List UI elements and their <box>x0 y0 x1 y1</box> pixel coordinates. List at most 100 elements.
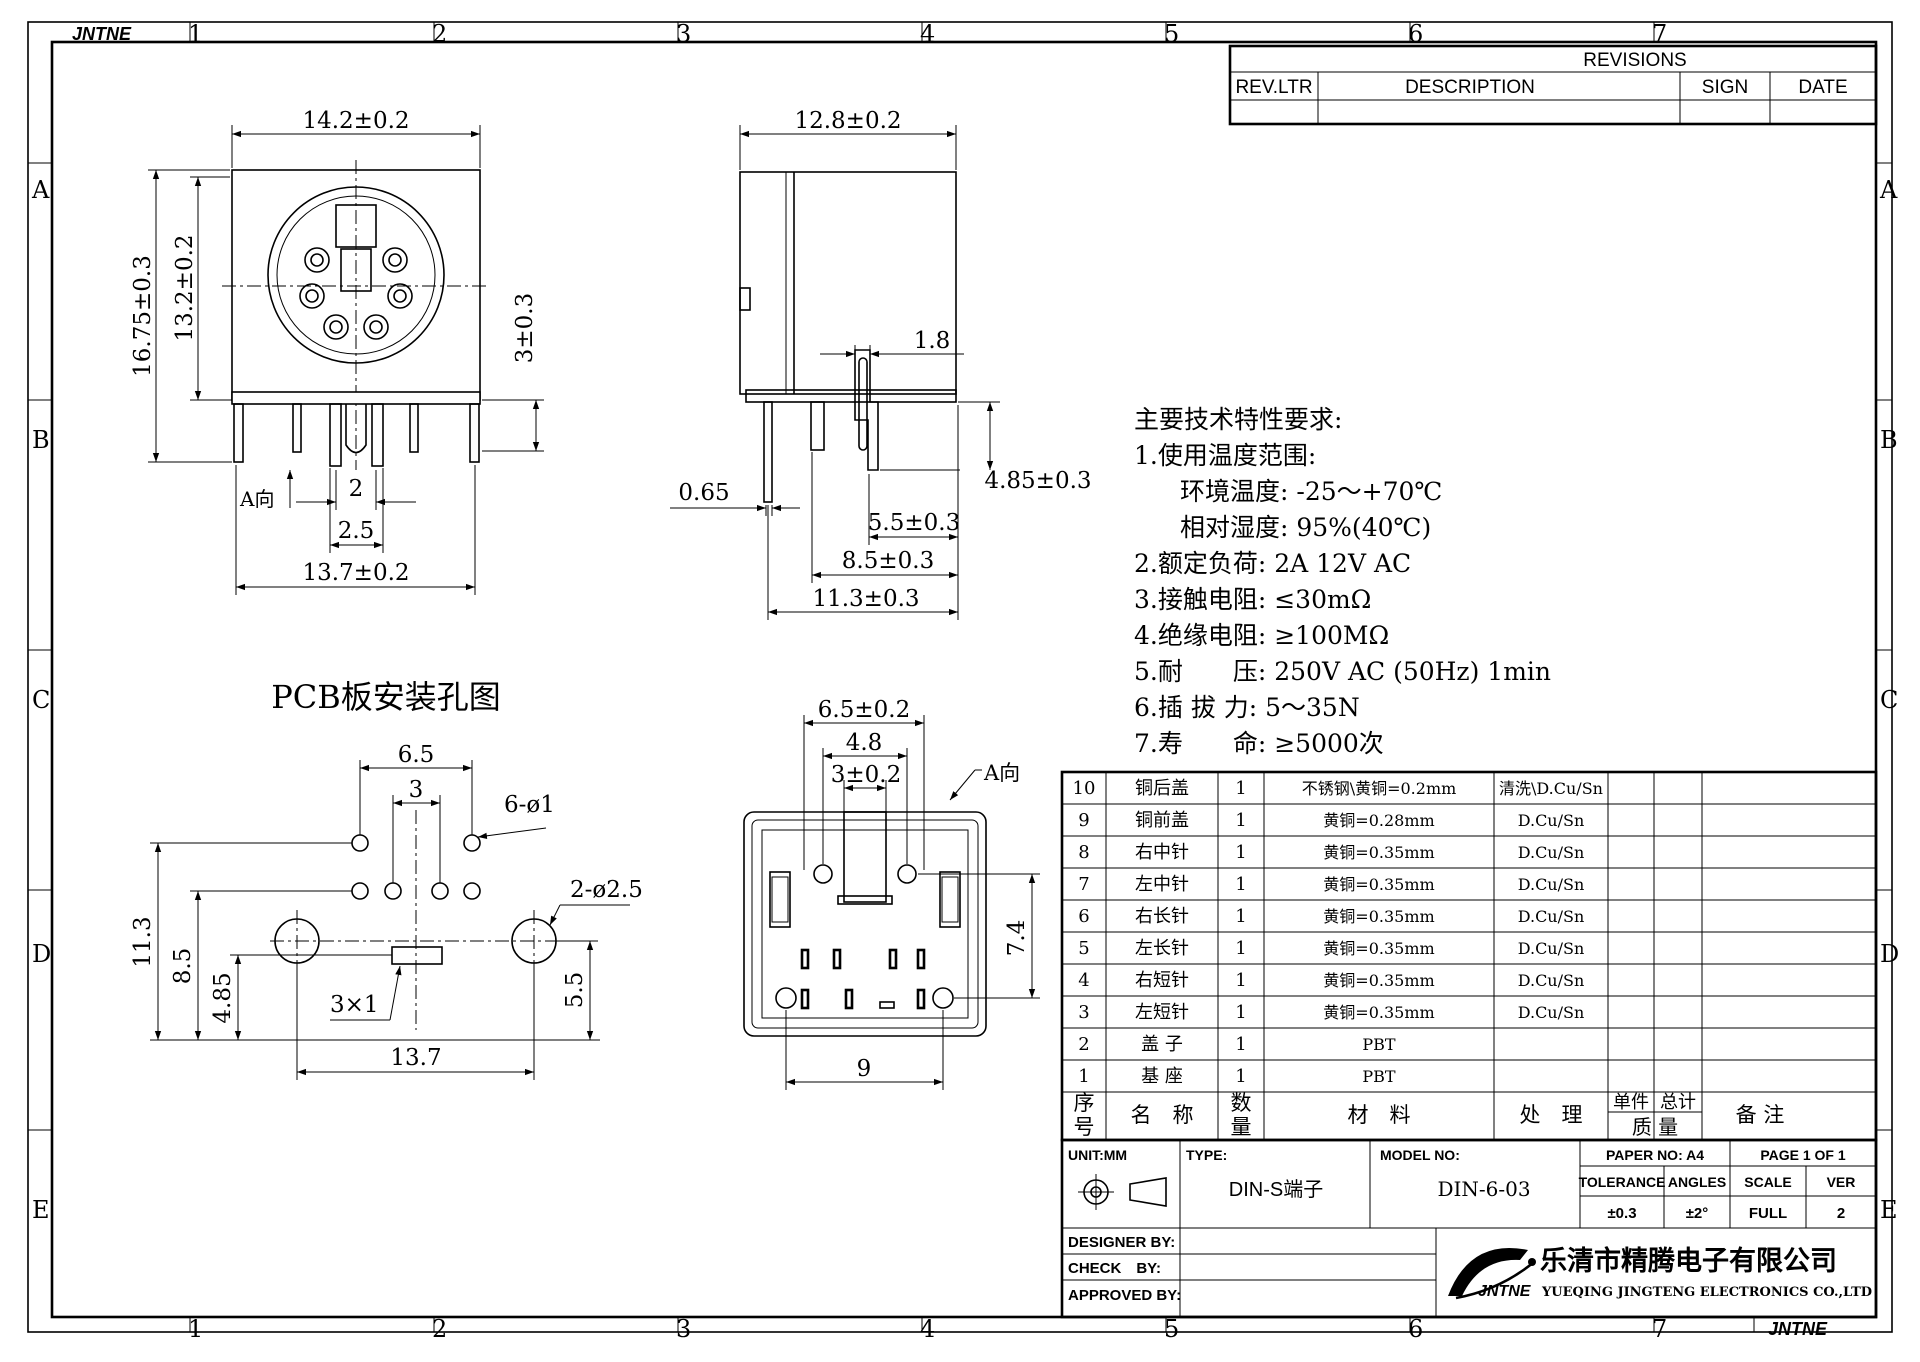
dim-tab-width: 2.5 <box>338 518 375 544</box>
bom-cell-name: 左中针 <box>1135 874 1189 895</box>
tol-value: FULL <box>1749 1205 1787 1222</box>
bom-cell-material: 黄铜=0.35mm <box>1323 875 1434 894</box>
row-label: C <box>32 686 50 714</box>
bom-header-mass: 质 量 <box>1632 1115 1678 1139</box>
dim-pcb-width: 13.7 <box>390 1045 441 1071</box>
bom-header-unit: 单件 <box>1613 1092 1649 1113</box>
bom-cell-material: 不锈钢\黄铜=0.2mm <box>1302 779 1457 798</box>
dim-slot: 3×1 <box>330 992 379 1018</box>
corner-mark-bottom: JNTNE <box>1768 1319 1828 1339</box>
spec-line: 3.接触电阻: ≤30mΩ <box>1134 585 1371 614</box>
bom-cell-name: 右中针 <box>1135 842 1189 863</box>
col-label: 3 <box>676 1315 691 1343</box>
front-view: 14.2±0.2 16.75±0.3 13.2±0.2 3±0.3 2 2.5 … <box>130 108 544 595</box>
col-label: 1 <box>188 1315 203 1343</box>
bom-cell-material: PBT <box>1362 1035 1396 1054</box>
dim-offset-2: 8.5±0.3 <box>842 548 934 574</box>
bom-cell-no: 9 <box>1078 810 1089 831</box>
spec-line: 6.插 拔 力: 5～35N <box>1134 693 1360 722</box>
bottom-view: 6.5±0.2 4.8 3±0.2 A向 7.4 9 <box>743 697 1040 1090</box>
spec-line: 5.耐 压: 250V AC (50Hz) 1min <box>1134 657 1551 686</box>
spec-title: 主要技术特性要求: <box>1134 405 1342 434</box>
title-block: UNIT:MM TYPE: DIN-S端子 MODEL NO: DIN-6-03… <box>1060 1138 1878 1319</box>
bom-cell-material: 黄铜=0.35mm <box>1323 971 1434 990</box>
dim-inner-spacing: 3 <box>409 777 424 803</box>
bom-header-qty: 数 <box>1231 1091 1252 1115</box>
view-direction-label: A向 <box>239 487 274 511</box>
tol-value: ±2° <box>1686 1205 1709 1222</box>
bom-cell-process: D.Cu/Sn <box>1518 875 1585 894</box>
spec-line: 相对湿度: 95%(40℃) <box>1180 513 1431 542</box>
bom-cell-name: 铜后盖 <box>1135 778 1189 799</box>
bom-header-process: 处 理 <box>1520 1103 1583 1127</box>
bom-cell-process: D.Cu/Sn <box>1518 843 1585 862</box>
designer-label: DESIGNER BY: <box>1068 1234 1175 1251</box>
row-label: A <box>31 176 50 204</box>
dim-pcb-3: 4.85 <box>210 972 236 1023</box>
bom-cell-name: 基 座 <box>1141 1066 1183 1087</box>
bom-header-total: 总计 <box>1660 1092 1696 1113</box>
bom-cell-material: 黄铜=0.28mm <box>1323 811 1434 830</box>
approved-label: APPROVED BY: <box>1068 1287 1181 1304</box>
bom-cell-no: 10 <box>1073 778 1096 799</box>
row-label: C <box>1880 686 1898 714</box>
paper-no: PAPER NO: A4 <box>1606 1147 1704 1163</box>
dim-pcb-4: 5.5 <box>562 972 588 1009</box>
bom-cell-qty: 1 <box>1235 874 1246 895</box>
tol-value: 2 <box>1837 1205 1845 1222</box>
bom-header-no: 号 <box>1074 1115 1095 1139</box>
bom-cell-qty: 1 <box>1235 1002 1246 1023</box>
bom-header-material: 材 料 <box>1348 1103 1411 1127</box>
company-name-en: YUEQING JINGTENG ELECTRONICS CO.,LTD <box>1541 1285 1872 1300</box>
dim-small-holes: 6-ø1 <box>504 792 555 818</box>
dim-offset-1: 5.5±0.3 <box>868 510 960 536</box>
type-value: DIN-S端子 <box>1229 1178 1323 1201</box>
col-label: 6 <box>1408 20 1423 48</box>
dim-bottom-width: 9 <box>857 1056 872 1082</box>
bom-cell-no: 4 <box>1078 970 1089 991</box>
bom-cell-no: 3 <box>1078 1002 1089 1023</box>
spec-line: 7.寿 命: ≥5000次 <box>1134 729 1384 758</box>
projection-symbol-icon <box>1078 1174 1167 1210</box>
rev-header: DATE <box>1798 77 1847 98</box>
corner-mark-top: JNTNE <box>72 24 132 44</box>
dim-width: 14.2±0.2 <box>302 108 409 134</box>
bom-cell-material: 黄铜=0.35mm <box>1323 843 1434 862</box>
tol-header: TOLERANCE <box>1579 1174 1666 1190</box>
tol-header: VER <box>1827 1174 1856 1190</box>
type-label: TYPE: <box>1186 1147 1227 1163</box>
bom-cell-process: D.Cu/Sn <box>1518 971 1585 990</box>
bom-cell-material: 黄铜=0.35mm <box>1323 907 1434 926</box>
tol-value: ±0.3 <box>1607 1205 1636 1222</box>
bom-cell-qty: 1 <box>1235 842 1246 863</box>
bom-cell-process: D.Cu/Sn <box>1518 811 1585 830</box>
model-label: MODEL NO: <box>1380 1147 1460 1163</box>
col-label: 6 <box>1408 1315 1423 1343</box>
dim-pin-spacing: 2 <box>349 476 364 502</box>
logo-text: JNTNE <box>1478 1283 1532 1300</box>
bom-header-no: 序 <box>1074 1091 1095 1115</box>
col-label: 7 <box>1652 1315 1667 1343</box>
spec-line: 环境温度: -25～+70℃ <box>1180 477 1442 506</box>
view-direction-label: A向 <box>983 761 1020 785</box>
dim-bottom-outer: 6.5±0.2 <box>818 697 910 723</box>
bom-cell-no: 1 <box>1078 1066 1089 1087</box>
col-label: 2 <box>432 1315 447 1343</box>
bom-cell-no: 7 <box>1078 874 1089 895</box>
rev-header: REV.LTR <box>1235 77 1312 98</box>
bom-cell-no: 5 <box>1078 938 1089 959</box>
col-label: 7 <box>1652 20 1667 48</box>
dim-bottom-tab: 3±0.2 <box>831 762 901 788</box>
unit-label: UNIT:MM <box>1068 1147 1127 1163</box>
bom-cell-name: 盖 子 <box>1141 1034 1183 1055</box>
spec-line: 1.使用温度范围: <box>1134 441 1316 470</box>
bom-cell-material: 黄铜=0.35mm <box>1323 1003 1434 1022</box>
side-view: 12.8±0.2 1.8 0.65 4.85±0.3 5.5±0.3 8.5±0… <box>670 108 1092 620</box>
check-label: CHECK BY: <box>1068 1260 1161 1277</box>
dim-base-width: 13.7±0.2 <box>302 560 409 586</box>
dim-pin-gap: 1.8 <box>914 328 951 354</box>
bom-cell-material: 黄铜=0.35mm <box>1323 939 1434 958</box>
